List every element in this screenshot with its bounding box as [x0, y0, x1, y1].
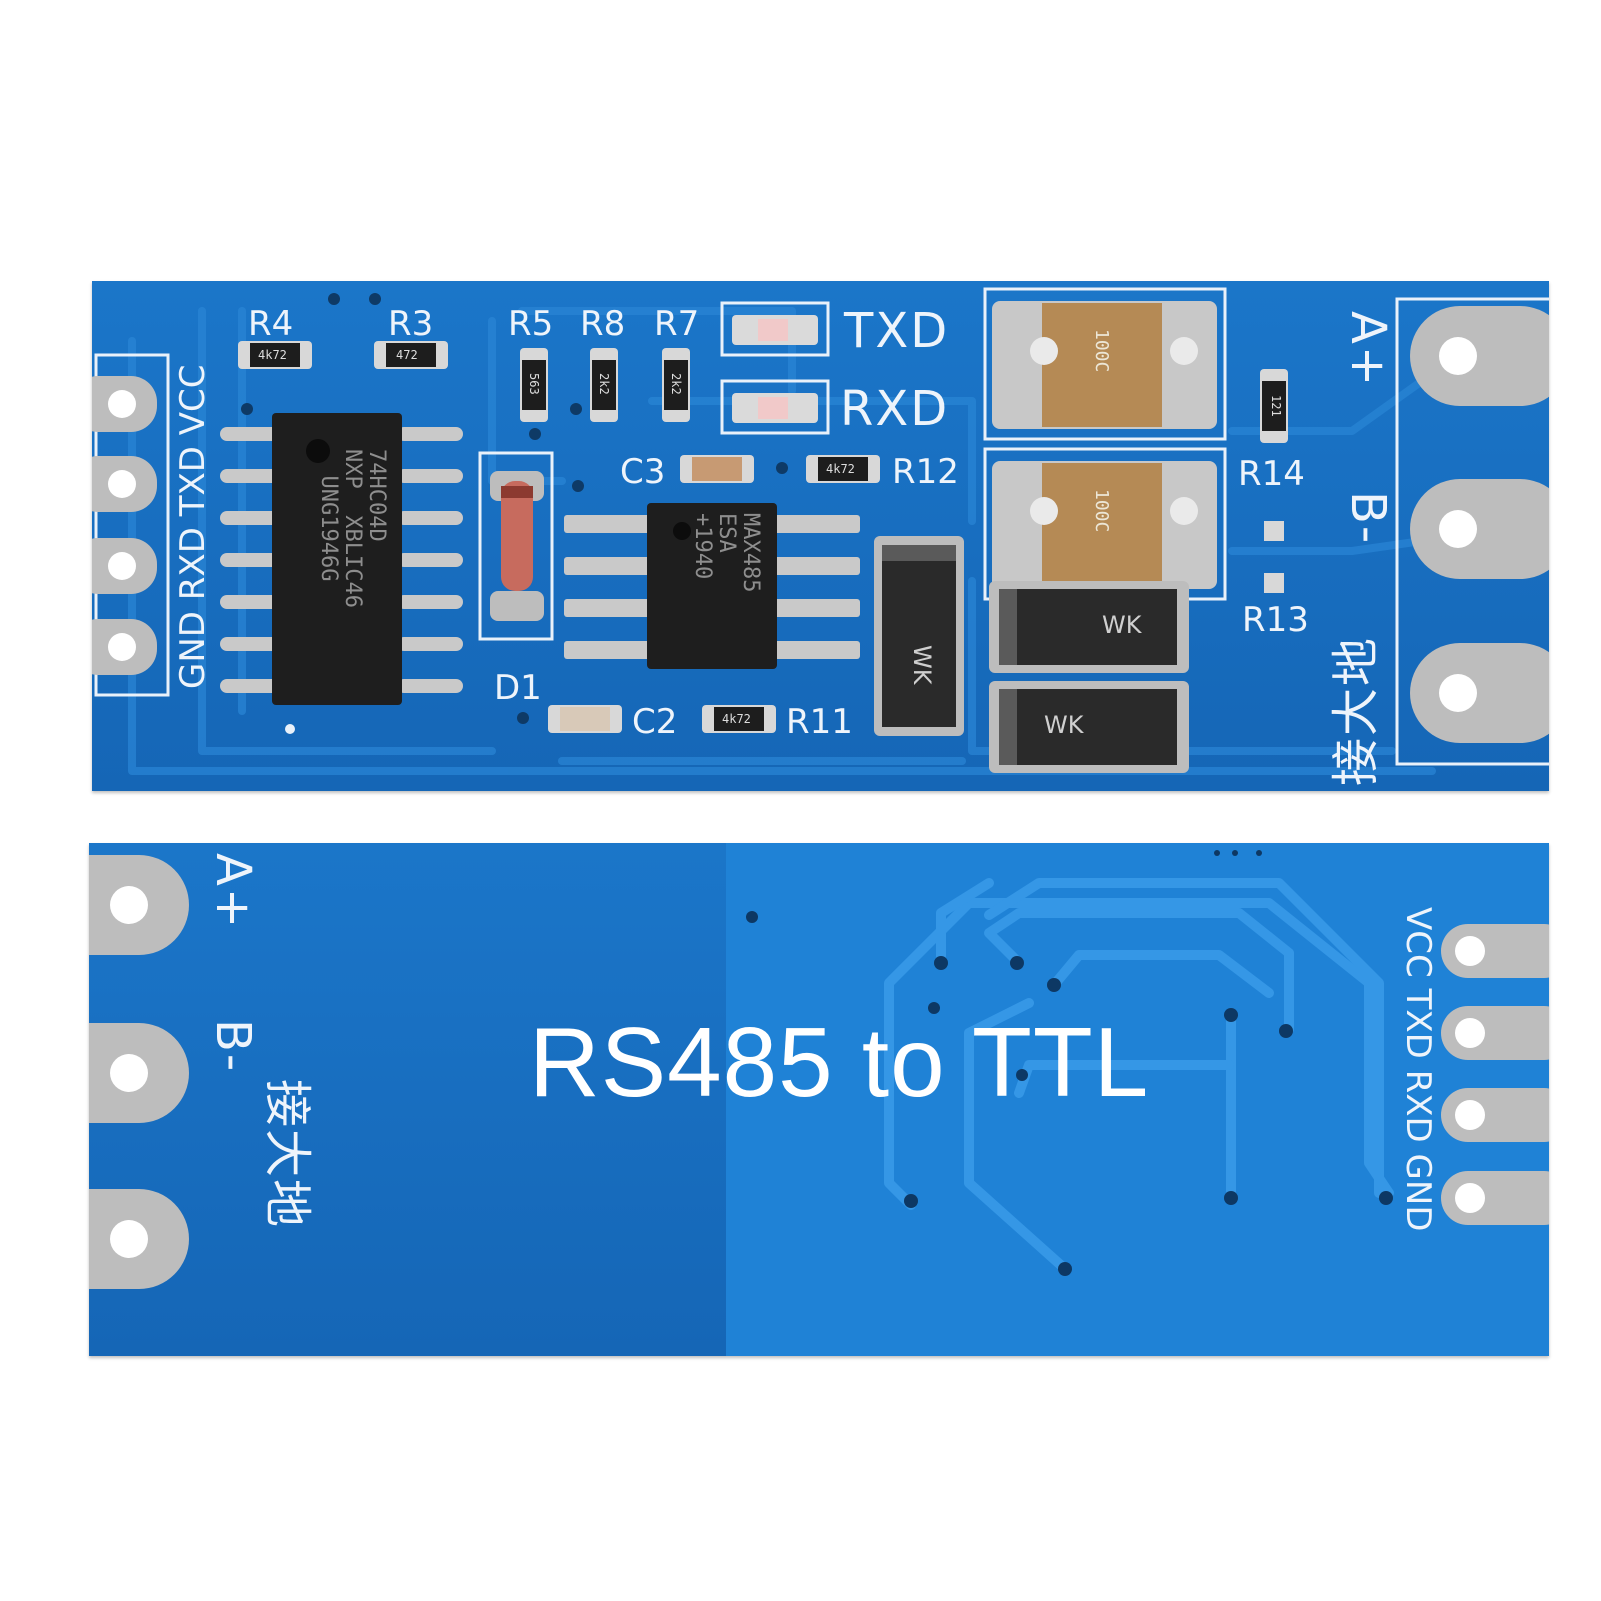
back-pin-labels: VCC TXD RXD GND — [1398, 907, 1438, 1232]
front-header-outline — [94, 353, 170, 697]
back-pin-rxd: RXD — [1398, 1069, 1438, 1143]
back-vias — [746, 850, 1393, 1276]
status-leds — [720, 301, 830, 435]
pcb-front: GND RXD TXD VCC A+ B- 接大地 TXD RXD R4 R3 … — [92, 281, 1549, 791]
ref-r11: R11 — [786, 702, 853, 742]
smd-resistors — [238, 341, 1288, 733]
back-pin-txd: TXD — [1398, 988, 1438, 1059]
back-copper-pour — [726, 843, 1549, 1356]
d1-diode — [478, 451, 554, 641]
code-r14: 121 — [1269, 395, 1283, 417]
tvs-mark-3: WK — [1044, 711, 1084, 739]
ref-r7: R7 — [654, 304, 700, 344]
transceiver-chip-marking: MAX485 ESA +1940 — [690, 513, 763, 593]
ref-d1: D1 — [494, 668, 542, 708]
code-r4: 4k72 — [258, 348, 287, 362]
code-r7: 2k2 — [669, 373, 683, 395]
back-pin-gnd: GND — [1398, 1153, 1438, 1232]
led-label-txd: TXD — [844, 303, 950, 359]
front-vias — [241, 293, 788, 734]
back-header-pads — [1441, 924, 1549, 1225]
protector-code-2: 100C — [1091, 489, 1112, 533]
front-terminal-pads — [1410, 306, 1549, 743]
ref-r13: R13 — [1242, 600, 1309, 640]
tvs-mark-1: WK — [908, 645, 936, 685]
transceiver-chip — [564, 503, 860, 669]
product-title: RS485 to TTL — [529, 1007, 1150, 1117]
ref-c3: C3 — [620, 452, 666, 492]
tvs-diodes — [874, 536, 1189, 773]
code-r5: 563 — [527, 373, 541, 395]
code-r3: 472 — [396, 348, 418, 362]
code-r8: 2k2 — [597, 373, 611, 395]
ref-r14: R14 — [1238, 454, 1305, 494]
front-ground-label: 接大地 — [1328, 635, 1384, 786]
ref-r4: R4 — [248, 304, 294, 344]
inverter-chip-marking: 74HC04D NXP XBLIC46 UNG1946G — [316, 449, 389, 608]
ref-r5: R5 — [508, 304, 554, 344]
front-terminal-a: A+ — [1340, 311, 1396, 389]
back-pin-vcc: VCC — [1398, 907, 1438, 978]
front-pin-txd: TXD — [173, 446, 213, 517]
front-pin-labels: GND RXD TXD VCC — [173, 364, 213, 689]
ref-r3: R3 — [388, 304, 434, 344]
back-terminal-pads — [89, 855, 189, 1289]
code-r12: 4k72 — [826, 462, 855, 476]
front-pin-vcc: VCC — [173, 364, 213, 436]
inverter-chip — [220, 413, 463, 705]
front-terminal-b: B- — [1340, 491, 1396, 546]
smd-capacitors — [548, 455, 754, 733]
ref-c2: C2 — [632, 702, 678, 742]
back-terminal-a: A+ — [205, 853, 261, 931]
front-pin-rxd: RXD — [173, 527, 213, 601]
pcb-back: A+ B- 接大地 RS485 to TTL VCC TXD RXD GND — [89, 843, 1549, 1356]
back-terminal-b: B- — [205, 1019, 261, 1074]
back-traces — [884, 878, 1394, 1273]
front-pin-gnd: GND — [173, 611, 213, 689]
front-terminal-outline — [1395, 297, 1549, 766]
protector-code-1: 100C — [1091, 329, 1112, 373]
led-label-rxd: RXD — [840, 381, 950, 437]
code-r11: 4k72 — [722, 712, 751, 726]
back-graphics — [89, 843, 1549, 1356]
front-graphics — [92, 287, 1549, 775]
tvs-mark-2: WK — [1102, 611, 1142, 639]
ref-r8: R8 — [580, 304, 626, 344]
front-header-pads — [92, 376, 157, 675]
ref-r12: R12 — [892, 452, 959, 492]
protectors — [983, 287, 1227, 601]
back-ground-label: 接大地 — [259, 1079, 315, 1230]
